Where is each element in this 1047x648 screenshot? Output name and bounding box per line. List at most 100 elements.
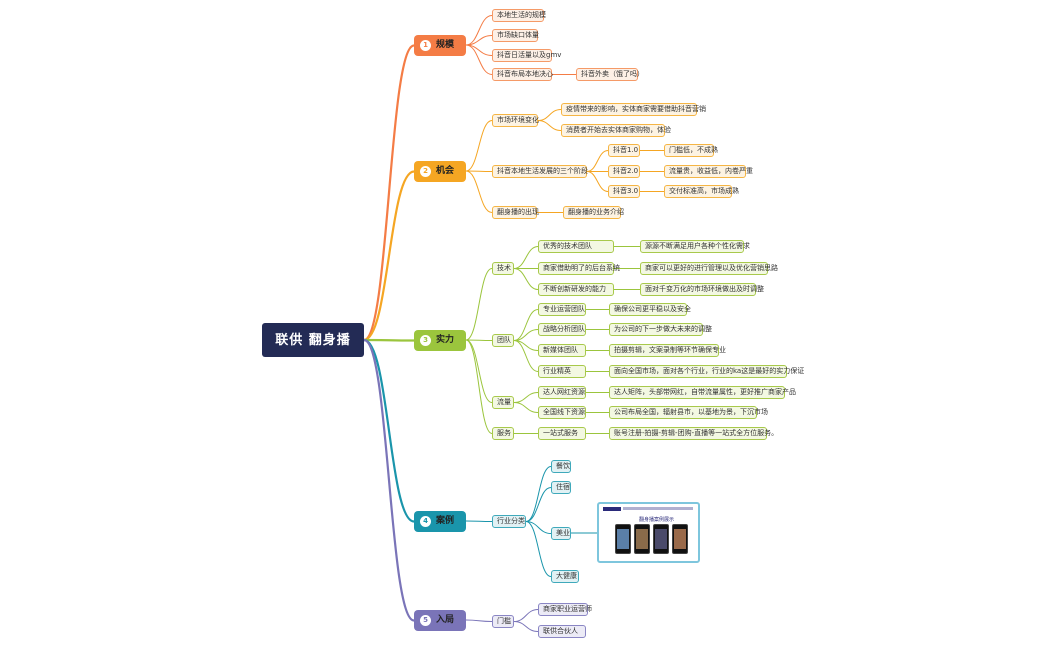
- strength-detail[interactable]: 商家可以更好的进行管理以及优化营销思路: [640, 262, 778, 275]
- strength-item-label: 商家借助明了的后台系统: [543, 264, 620, 272]
- stage-item[interactable]: 抖音2.0: [608, 165, 640, 178]
- connector-line: [513, 609, 539, 622]
- scale-item[interactable]: 抖音日活量以及gmv: [492, 49, 561, 62]
- scale-item[interactable]: 本地生活的规模: [492, 9, 546, 22]
- connector-line: [465, 619, 493, 622]
- strength-category-label: 流量: [497, 398, 511, 406]
- scale-item[interactable]: 抖音布局本地决心: [492, 68, 553, 81]
- connector-line: [537, 120, 562, 131]
- strength-detail-label: 为公司的下一步做大未来的调整: [614, 325, 712, 333]
- connector-line: [513, 402, 539, 413]
- connector-line: [586, 150, 609, 172]
- strength-item[interactable]: 不断创新研发的能力: [538, 283, 614, 296]
- strength-detail[interactable]: 确保公司更平稳以及安全: [609, 303, 691, 316]
- stage-item[interactable]: 抖音1.0: [608, 144, 640, 157]
- case-showcase-image[interactable]: 翻身播案例展示: [597, 502, 700, 563]
- branch-number-badge: 5: [420, 615, 431, 626]
- strength-detail[interactable]: 面向全国市场，面对各个行业，行业的ka这是最好的实力保证: [609, 365, 804, 378]
- image-title: 翻身播案例展示: [639, 517, 675, 523]
- stage-detail[interactable]: 流量贵，收益低，内卷严重: [664, 165, 753, 178]
- case-item[interactable]: 大健康: [551, 570, 579, 583]
- strength-item[interactable]: 专业运营团队: [538, 303, 586, 316]
- strength-item-label: 新媒体团队: [543, 346, 578, 354]
- strength-detail[interactable]: 公司布局全国，辐射县市，以基地为景，下沉市场: [609, 406, 768, 419]
- entry-category[interactable]: 门槛: [492, 615, 514, 628]
- opportunity-item[interactable]: 市场环境变化: [492, 114, 539, 127]
- connector-line: [586, 171, 609, 192]
- strength-item-label: 一站式服务: [543, 429, 578, 437]
- connector-line: [363, 338, 415, 622]
- strength-detail[interactable]: 达人矩阵，头部带网红，自带流量属性，更好推广商家产品: [609, 386, 796, 399]
- stage-item[interactable]: 抖音3.0: [608, 185, 640, 198]
- stage-detail[interactable]: 门槛低，不成熟: [664, 144, 718, 157]
- opportunity-detail[interactable]: 消费者开始去实体商家购物，体验: [561, 124, 671, 137]
- branch-number-badge: 2: [420, 166, 431, 177]
- case-item[interactable]: 美业: [551, 527, 571, 540]
- strength-item-label: 战略分析团队: [543, 325, 585, 333]
- case-item[interactable]: 餐饮: [551, 460, 571, 473]
- strength-detail-label: 面向全国市场，面对各个行业，行业的ka这是最好的实力保证: [614, 367, 805, 375]
- phone-mockup: [615, 524, 631, 554]
- strength-item[interactable]: 一站式服务: [538, 427, 586, 440]
- connector-line: [513, 309, 539, 341]
- case-category[interactable]: 行业分类: [492, 515, 526, 528]
- opportunity-detail[interactable]: 翻身播的业务介绍: [563, 206, 624, 219]
- strength-detail-label: 面对千变万化的市场环境做出及时调整: [645, 285, 764, 293]
- stage-item-label: 抖音3.0: [613, 187, 639, 195]
- opportunity-detail-label: 疫情带来的影响，实体商家需要借助抖音营销: [566, 105, 706, 113]
- strength-detail-label: 达人矩阵，头部带网红，自带流量属性，更好推广商家产品: [614, 388, 796, 396]
- scale-detail[interactable]: 抖音外卖（饿了吗）: [576, 68, 644, 81]
- opportunity-item[interactable]: 抖音本地生活发展的三个阶段: [492, 165, 588, 178]
- connector-line: [537, 109, 562, 121]
- scale-item-label: 市场缺口体量: [497, 31, 539, 39]
- connector-line: [465, 339, 493, 341]
- strength-category[interactable]: 技术: [492, 262, 514, 275]
- strength-detail[interactable]: 为公司的下一步做大未来的调整: [609, 323, 712, 336]
- stage-item-label: 抖音1.0: [613, 146, 639, 154]
- strength-item[interactable]: 全国线下资源: [538, 406, 586, 419]
- scale-detail-label: 抖音外卖（饿了吗）: [581, 70, 644, 78]
- opportunity-detail[interactable]: 疫情带来的影响，实体商家需要借助抖音营销: [561, 103, 706, 116]
- strength-item[interactable]: 达人网红资源: [538, 386, 586, 399]
- strength-detail[interactable]: 拍摄剪辑，文案录制等环节确保专业: [609, 344, 726, 357]
- opportunity-item[interactable]: 翻身播的出现: [492, 206, 539, 219]
- connector-line: [525, 521, 552, 534]
- case-item-label: 餐饮: [556, 462, 570, 470]
- strength-category[interactable]: 服务: [492, 427, 514, 440]
- scale-item[interactable]: 市场缺口体量: [492, 29, 539, 42]
- entry-item[interactable]: 商家职业运营师: [538, 603, 592, 616]
- strength-category[interactable]: 团队: [492, 334, 514, 347]
- strength-item[interactable]: 优秀的技术团队: [538, 240, 614, 253]
- strength-detail[interactable]: 源源不断满足用户各种个性化需求: [640, 240, 750, 253]
- strength-item[interactable]: 行业精英: [538, 365, 586, 378]
- strength-detail-label: 确保公司更平稳以及安全: [614, 305, 691, 313]
- connector-line: [363, 170, 415, 342]
- strength-item[interactable]: 商家借助明了的后台系统: [538, 262, 620, 275]
- case-item-label: 美业: [556, 529, 570, 537]
- entry-item[interactable]: 联供合伙人: [538, 625, 586, 638]
- strength-item[interactable]: 战略分析团队: [538, 323, 586, 336]
- case-item[interactable]: 住宿: [551, 481, 571, 494]
- connector-line: [513, 621, 539, 632]
- connector-line: [363, 338, 415, 342]
- connector-line: [465, 170, 493, 172]
- strength-detail[interactable]: 账号注册-拍摄-剪辑-团购-直播等一站式全方位服务。: [609, 427, 778, 440]
- root-topic-label: 联供 翻身播: [275, 332, 351, 348]
- entry-item-label: 联供合伙人: [543, 627, 578, 635]
- connector-line: [465, 339, 493, 434]
- stage-detail-label: 门槛低，不成熟: [669, 146, 718, 154]
- root-topic[interactable]: 联供 翻身播: [262, 323, 364, 357]
- strength-category[interactable]: 流量: [492, 396, 514, 409]
- connector-line: [465, 44, 493, 75]
- stage-detail[interactable]: 交付标准高，市场成熟: [664, 185, 739, 198]
- opportunity-item-label: 市场环境变化: [497, 116, 539, 124]
- connector-line: [465, 35, 493, 46]
- strength-item[interactable]: 新媒体团队: [538, 344, 586, 357]
- strength-detail[interactable]: 面对千变万化的市场环境做出及时调整: [640, 283, 764, 296]
